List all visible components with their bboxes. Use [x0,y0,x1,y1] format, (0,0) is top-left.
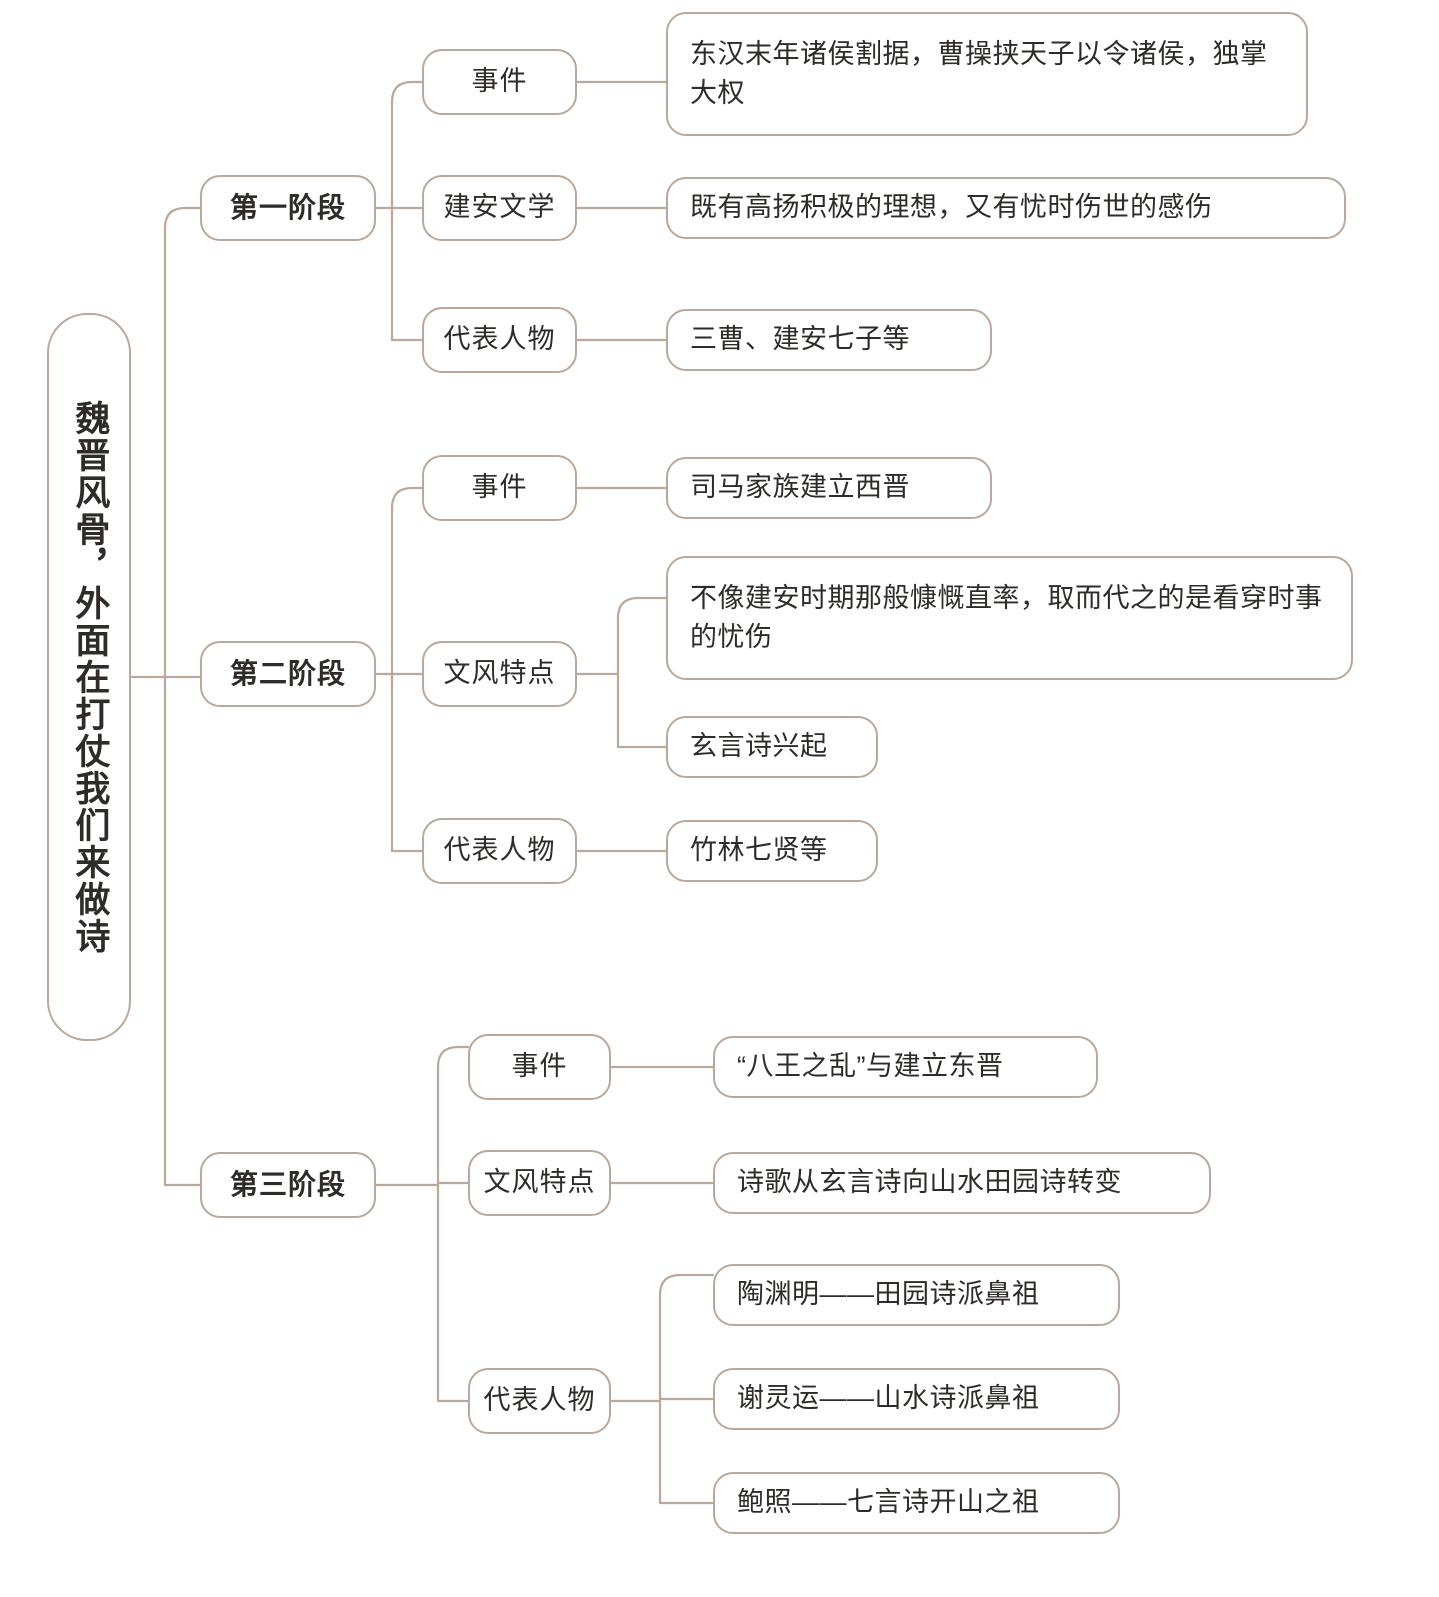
category-node-style-2[interactable]: 文风特点 [422,641,577,707]
category-label: 建安文学 [443,192,556,223]
detail-text: 司马家族建立西晋 [690,472,910,503]
detail-node-1-event[interactable]: 东汉末年诸侯割据，曹操挟天子以令诸侯，独掌大权 [666,12,1308,136]
detail-node-3-style[interactable]: 诗歌从玄言诗向山水田园诗转变 [713,1152,1211,1214]
category-label: 文风特点 [483,1167,596,1198]
detail-text: 玄言诗兴起 [690,731,828,762]
category-label: 事件 [471,472,528,503]
stage-label: 第三阶段 [229,1168,346,1200]
category-node-event-2[interactable]: 事件 [422,455,577,521]
detail-node-1-literature[interactable]: 既有高扬积极的理想，又有忧时伤世的感伤 [666,177,1346,239]
detail-text: “八王之乱”与建立东晋 [737,1051,1004,1082]
category-label: 事件 [511,1051,568,1082]
detail-text: 三曹、建安七子等 [690,324,910,355]
detail-node-2-event[interactable]: 司马家族建立西晋 [666,457,992,519]
detail-text: 诗歌从玄言诗向山水田园诗转变 [737,1167,1122,1198]
root-node[interactable]: 魏晋风骨，外面在打仗我们来做诗 [47,313,131,1041]
detail-node-3-figure-taoyuanming[interactable]: 陶渊明——田园诗派鼻祖 [713,1264,1120,1326]
detail-node-3-figure-baozhao[interactable]: 鲍照——七言诗开山之祖 [713,1472,1120,1534]
category-label: 事件 [471,66,528,97]
category-label: 文风特点 [443,658,556,689]
category-node-figures-2[interactable]: 代表人物 [422,818,577,884]
category-label: 代表人物 [443,324,556,355]
detail-node-3-figure-xielingyun[interactable]: 谢灵运——山水诗派鼻祖 [713,1368,1120,1430]
category-node-figures-1[interactable]: 代表人物 [422,307,577,373]
detail-node-2-figures[interactable]: 竹林七贤等 [666,820,878,882]
detail-text: 东汉末年诸侯割据，曹操挟天子以令诸侯，独掌大权 [690,38,1268,108]
detail-text: 谢灵运——山水诗派鼻祖 [737,1383,1040,1414]
root-label: 魏晋风骨，外面在打仗我们来做诗 [70,399,110,955]
category-node-literature-1[interactable]: 建安文学 [422,175,577,241]
category-label: 代表人物 [443,835,556,866]
stage-label: 第一阶段 [229,191,346,223]
category-label: 代表人物 [483,1385,596,1416]
detail-node-1-figures[interactable]: 三曹、建安七子等 [666,309,992,371]
category-node-event-1[interactable]: 事件 [422,49,577,115]
category-node-figures-3[interactable]: 代表人物 [468,1368,611,1434]
detail-text: 陶渊明——田园诗派鼻祖 [737,1279,1040,1310]
detail-text: 竹林七贤等 [690,835,828,866]
stage-label: 第二阶段 [229,657,346,689]
detail-text: 既有高扬积极的理想，又有忧时伤世的感伤 [690,192,1213,223]
detail-node-2-style-b[interactable]: 玄言诗兴起 [666,716,878,778]
stage-node-1[interactable]: 第一阶段 [200,175,376,241]
detail-node-3-event[interactable]: “八王之乱”与建立东晋 [713,1036,1098,1098]
stage-node-2[interactable]: 第二阶段 [200,641,376,707]
category-node-style-3[interactable]: 文风特点 [468,1150,611,1216]
detail-node-2-style-a[interactable]: 不像建安时期那般慷慨直率，取而代之的是看穿时事的忧伤 [666,556,1353,680]
category-node-event-3[interactable]: 事件 [468,1034,611,1100]
detail-text: 鲍照——七言诗开山之祖 [737,1487,1040,1518]
detail-text: 不像建安时期那般慷慨直率，取而代之的是看穿时事的忧伤 [690,582,1323,652]
stage-node-3[interactable]: 第三阶段 [200,1152,376,1218]
